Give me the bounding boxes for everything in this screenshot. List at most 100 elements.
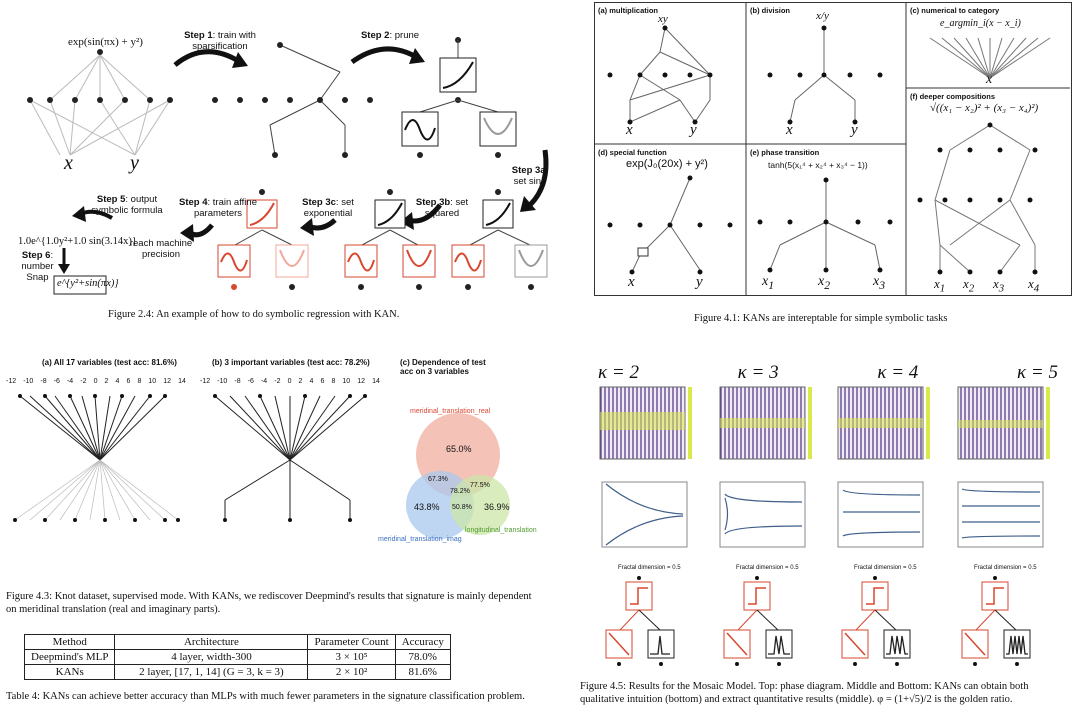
fig41-f-vars4: x4 (1028, 276, 1040, 295)
axis-tick-label: 6 (320, 378, 325, 385)
fractal-label: Fractal dimension = 0.5 (854, 565, 917, 571)
kappa-label: κ = 4 (877, 362, 919, 383)
fig24-formula-out: 1.0e^{1.0y²+1.0 sin(3.14x)} (18, 236, 137, 247)
fig41-e-expr: tanh(5(x₁⁴ + x₂⁴ + x₃⁴ − 1)) (768, 160, 868, 170)
axis-tick-label: 0 (287, 378, 292, 385)
fig41-a-var-x: x (626, 122, 633, 138)
fig41-e-label: (e) phase transition (750, 148, 820, 157)
fig24-diagram (27, 37, 549, 295)
venn-369: 36.9% (484, 502, 510, 512)
table-cell: 81.6% (394, 664, 451, 680)
fig41-f-expr: √((x₁ − x₂)² + (x₃ − x₄)²) (930, 102, 1039, 114)
fig43-c-label: (c) Dependence of test acc on 3 variable… (400, 358, 486, 376)
kappa-label: κ = 3 (737, 362, 779, 383)
table4-grid: Method Architecture Parameter Count Accu… (23, 634, 451, 680)
fig24-var-y: y (130, 152, 139, 174)
axis-tick-label: -10 (217, 378, 228, 385)
fig45-caption: Figure 4.5: Results for the Mosaic Model… (580, 681, 1029, 705)
axis-tick-label: 14 (178, 378, 186, 385)
fig41-c-var-x: x (986, 72, 993, 87)
fig24-precision-label: reach machine precision (129, 238, 193, 260)
figure-2-4: exp(sin(πx) + y²) x y Step 1: train with… (0, 0, 560, 330)
table4-caption: Table 4: KANs can achieve better accurac… (6, 691, 525, 702)
axis-tick-label: 2 (298, 378, 303, 385)
fig45-diagram (599, 386, 1050, 666)
fig41-a-expr: xy (658, 13, 668, 25)
fig41-e-vars3: x3 (873, 274, 886, 292)
kappa-label: κ = 2 (598, 362, 639, 383)
fig41-b-label: (b) division (750, 6, 790, 15)
table-cell: 3 × 10⁵ (307, 649, 396, 665)
fig41-c-expr: e_argmin_i(x − x_i) (940, 18, 1021, 29)
axis-tick-label: -6 (247, 378, 254, 385)
fig43-diagram (13, 394, 510, 539)
fig45-kappa-row: κ = 2 κ = 3 κ = 4 κ = 5 (598, 362, 1058, 384)
table-header-cell: Parameter Count (307, 634, 396, 650)
venn-real-label: meridinal_translation_real (410, 408, 491, 415)
fig41-a-label: (a) multiplication (598, 6, 658, 15)
venn-438: 43.8% (414, 502, 440, 512)
figure-4-3: (a) All 17 variables (test acc: 81.6%) (… (0, 340, 560, 615)
fig24-step5-label: Step 5: output symbolic formula (91, 194, 163, 216)
fig24-step3b-label: Step 3b: set squared (415, 197, 469, 219)
middle-plots (601, 481, 1044, 548)
venn-long-label: longitudinal_translation (465, 527, 537, 534)
axis-tick-label: -2 (274, 378, 281, 385)
fig41-diagram (594, 3, 1070, 295)
fig24-step6-label: Step 6: number Snap (21, 250, 54, 283)
fig43-caption: Figure 4.3: Knot dataset, supervised mod… (6, 591, 532, 615)
axis-tick-label: -4 (260, 378, 268, 385)
axis-tick-label: -8 (234, 378, 241, 385)
venn-imag-label: meridinal_translation_imag (378, 536, 462, 543)
axis-tick-label: -12 (6, 378, 17, 385)
table-cell: Deepmind's MLP (23, 649, 116, 665)
axis-tick-label: -2 (80, 378, 87, 385)
fig41-d-label: (d) special function (598, 148, 667, 157)
fig41-b-expr: x/y (816, 10, 829, 22)
table-4: Method Architecture Parameter Count Accu… (6, 634, 544, 719)
fig24-var-x: x (64, 152, 73, 174)
fig41-d-var-x: x (628, 274, 635, 290)
axis-tick-label: 10 (342, 378, 351, 385)
axis-tick-label: 2 (104, 378, 109, 385)
fig41-caption: Figure 4.1: KANs are intereptable for si… (694, 313, 948, 324)
fig41-grid (594, 2, 1072, 296)
table-row: KANs 2 layer, [17, 1, 14] (G = 3, k = 3)… (23, 664, 451, 680)
venn-65: 65.0% (446, 444, 472, 454)
axis-tick-label: 8 (137, 378, 142, 385)
fig24-step1-label: Step 1: train with sparsification (184, 30, 256, 52)
axis-tick-label: 14 (372, 378, 380, 385)
fig41-a-var-y: y (690, 122, 697, 138)
fig41-f-vars2: x2 (963, 276, 975, 295)
table-cell: 4 layer, width-300 (114, 649, 309, 665)
axis-tick-label: 0 (93, 378, 98, 385)
fig24-step3a-label: Step 3a: set sine (511, 165, 549, 187)
figure-4-5: κ = 2 κ = 3 κ = 4 κ = 5 (580, 360, 1080, 719)
fig43-b-label: (b) 3 important variables (test acc: 78.… (212, 358, 370, 367)
table-header-row: Method Architecture Parameter Count Accu… (23, 634, 451, 650)
axis-tick-label: 12 (163, 378, 172, 385)
axis-tick-label: 4 (115, 378, 120, 385)
axis-tick-label: 4 (309, 378, 314, 385)
fig24-step3c-label: Step 3c: set exponential (302, 197, 354, 219)
axis-tick-label: -4 (66, 378, 74, 385)
phase-diagrams (599, 386, 1050, 460)
fig43-a-label: (a) All 17 variables (test acc: 81.6%) (42, 358, 177, 367)
fig41-c-label: (c) numerical to category (910, 6, 1000, 15)
fig41-d-expr: exp(J₀(20x) + y²) (626, 158, 708, 170)
axis-tick-label: -6 (53, 378, 60, 385)
fractal-label: Fractal dimension = 0.5 (974, 565, 1037, 571)
fig41-f-vars3: x3 (993, 276, 1005, 295)
venn-775: 77.5% (470, 482, 490, 489)
fig24-step4-label: Step 4: train affine parameters (179, 197, 257, 219)
fig24-formula-top: exp(sin(πx) + y²) (68, 36, 143, 48)
bottom-kans (605, 581, 1031, 659)
table-cell: 78.0% (394, 649, 451, 665)
axis-tick-label: 8 (331, 378, 336, 385)
fig41-e-vars: x1 (762, 274, 775, 292)
figure-4-1: (a) multiplication xy (b) division x/y (… (590, 0, 1080, 330)
table-cell: KANs (23, 664, 116, 680)
fig41-b-var-y: y (851, 122, 858, 138)
fractal-label: Fractal dimension = 0.5 (736, 565, 799, 571)
